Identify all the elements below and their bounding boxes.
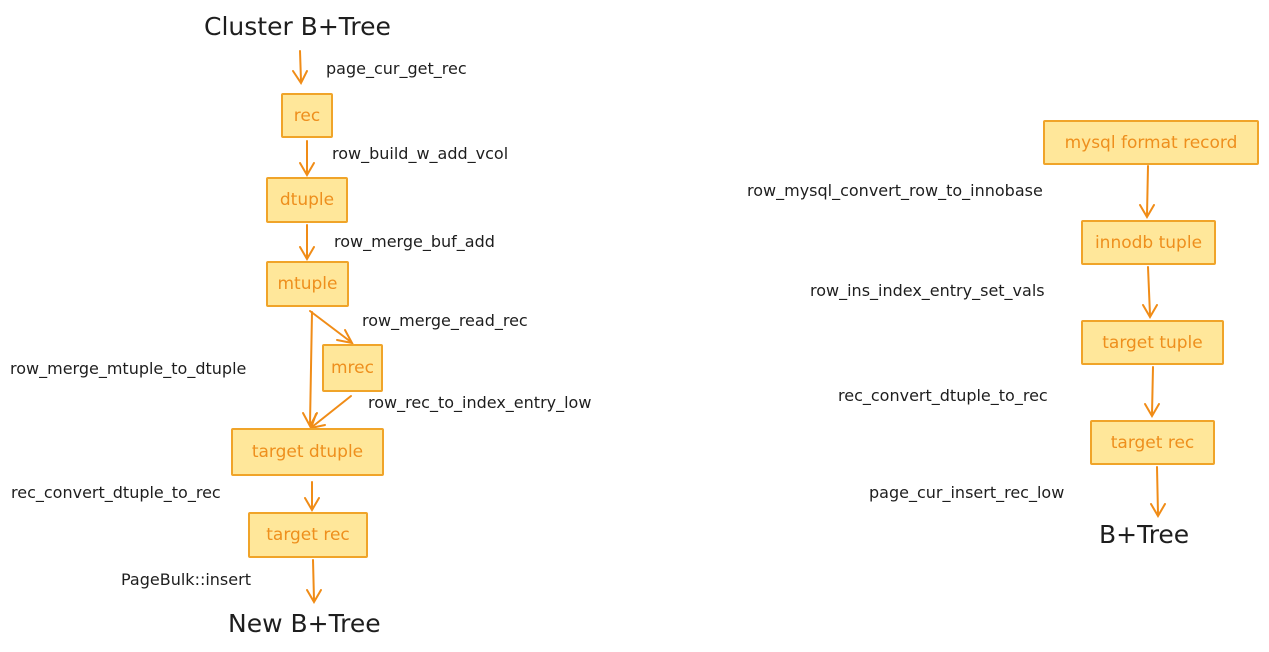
arrow-dtuple-to-mtuple [299, 224, 315, 261]
edge-label-row-build-w-add-vcol: row_build_w_add_vcol [332, 144, 509, 163]
node-dtuple: dtuple [266, 177, 348, 223]
edge-label-row-merge-buf-add: row_merge_buf_add [334, 232, 495, 251]
node-target-dtuple: target dtuple [231, 428, 384, 476]
node-mrec: mrec [322, 344, 383, 392]
node-target-rec-right: target rec [1090, 420, 1215, 465]
edge-label-pagebulk-insert: PageBulk::insert [121, 570, 251, 589]
arrow-mtuple-to-target-dtuple [302, 311, 318, 429]
node-rec: rec [281, 93, 333, 138]
edge-label-page-cur-insert-rec-low: page_cur_insert_rec_low [869, 483, 1065, 502]
arrow-mysql-to-innodb [1139, 165, 1155, 219]
node-innodb-tuple: innodb tuple [1081, 220, 1216, 265]
arrow-target-rec-to-btree [1150, 466, 1166, 518]
arrow-mrec-to-target-dtuple [309, 395, 352, 430]
edge-label-row-merge-mtuple-to-dtuple: row_merge_mtuple_to_dtuple [10, 359, 247, 378]
new-btree-label: New B+Tree [228, 609, 381, 638]
edge-label-rec-convert-dtuple-to-rec-left: rec_convert_dtuple_to_rec [11, 483, 221, 502]
cluster-btree-label: Cluster B+Tree [204, 12, 391, 41]
arrow-innodb-to-target-tuple [1142, 266, 1158, 319]
node-target-rec-left: target rec [248, 512, 368, 558]
node-mtuple: mtuple [266, 261, 349, 307]
arrow-rec-to-dtuple [299, 140, 315, 177]
arrow-target-rec-to-new-btree [306, 559, 322, 604]
edge-label-row-mysql-convert-row-to-innobase: row_mysql_convert_row_to_innobase [747, 181, 1043, 200]
edge-label-page-cur-get-rec: page_cur_get_rec [326, 59, 467, 78]
node-target-tuple: target tuple [1081, 320, 1224, 365]
btree-label: B+Tree [1099, 520, 1190, 549]
edge-label-row-ins-index-entry-set-vals: row_ins_index_entry_set_vals [810, 281, 1045, 300]
edge-label-row-merge-read-rec: row_merge_read_rec [362, 311, 528, 330]
arrow-cluster-to-rec [292, 50, 308, 85]
edge-label-rec-convert-dtuple-to-rec-right: rec_convert_dtuple_to_rec [838, 386, 1048, 405]
node-mysql-format-record: mysql format record [1043, 120, 1259, 165]
arrow-target-tuple-to-target-rec [1144, 366, 1160, 418]
arrow-target-dtuple-to-target-rec [304, 481, 320, 512]
edge-label-row-rec-to-index-entry-low: row_rec_to_index_entry_low [368, 393, 592, 412]
arrow-mtuple-to-mrec [309, 310, 354, 345]
